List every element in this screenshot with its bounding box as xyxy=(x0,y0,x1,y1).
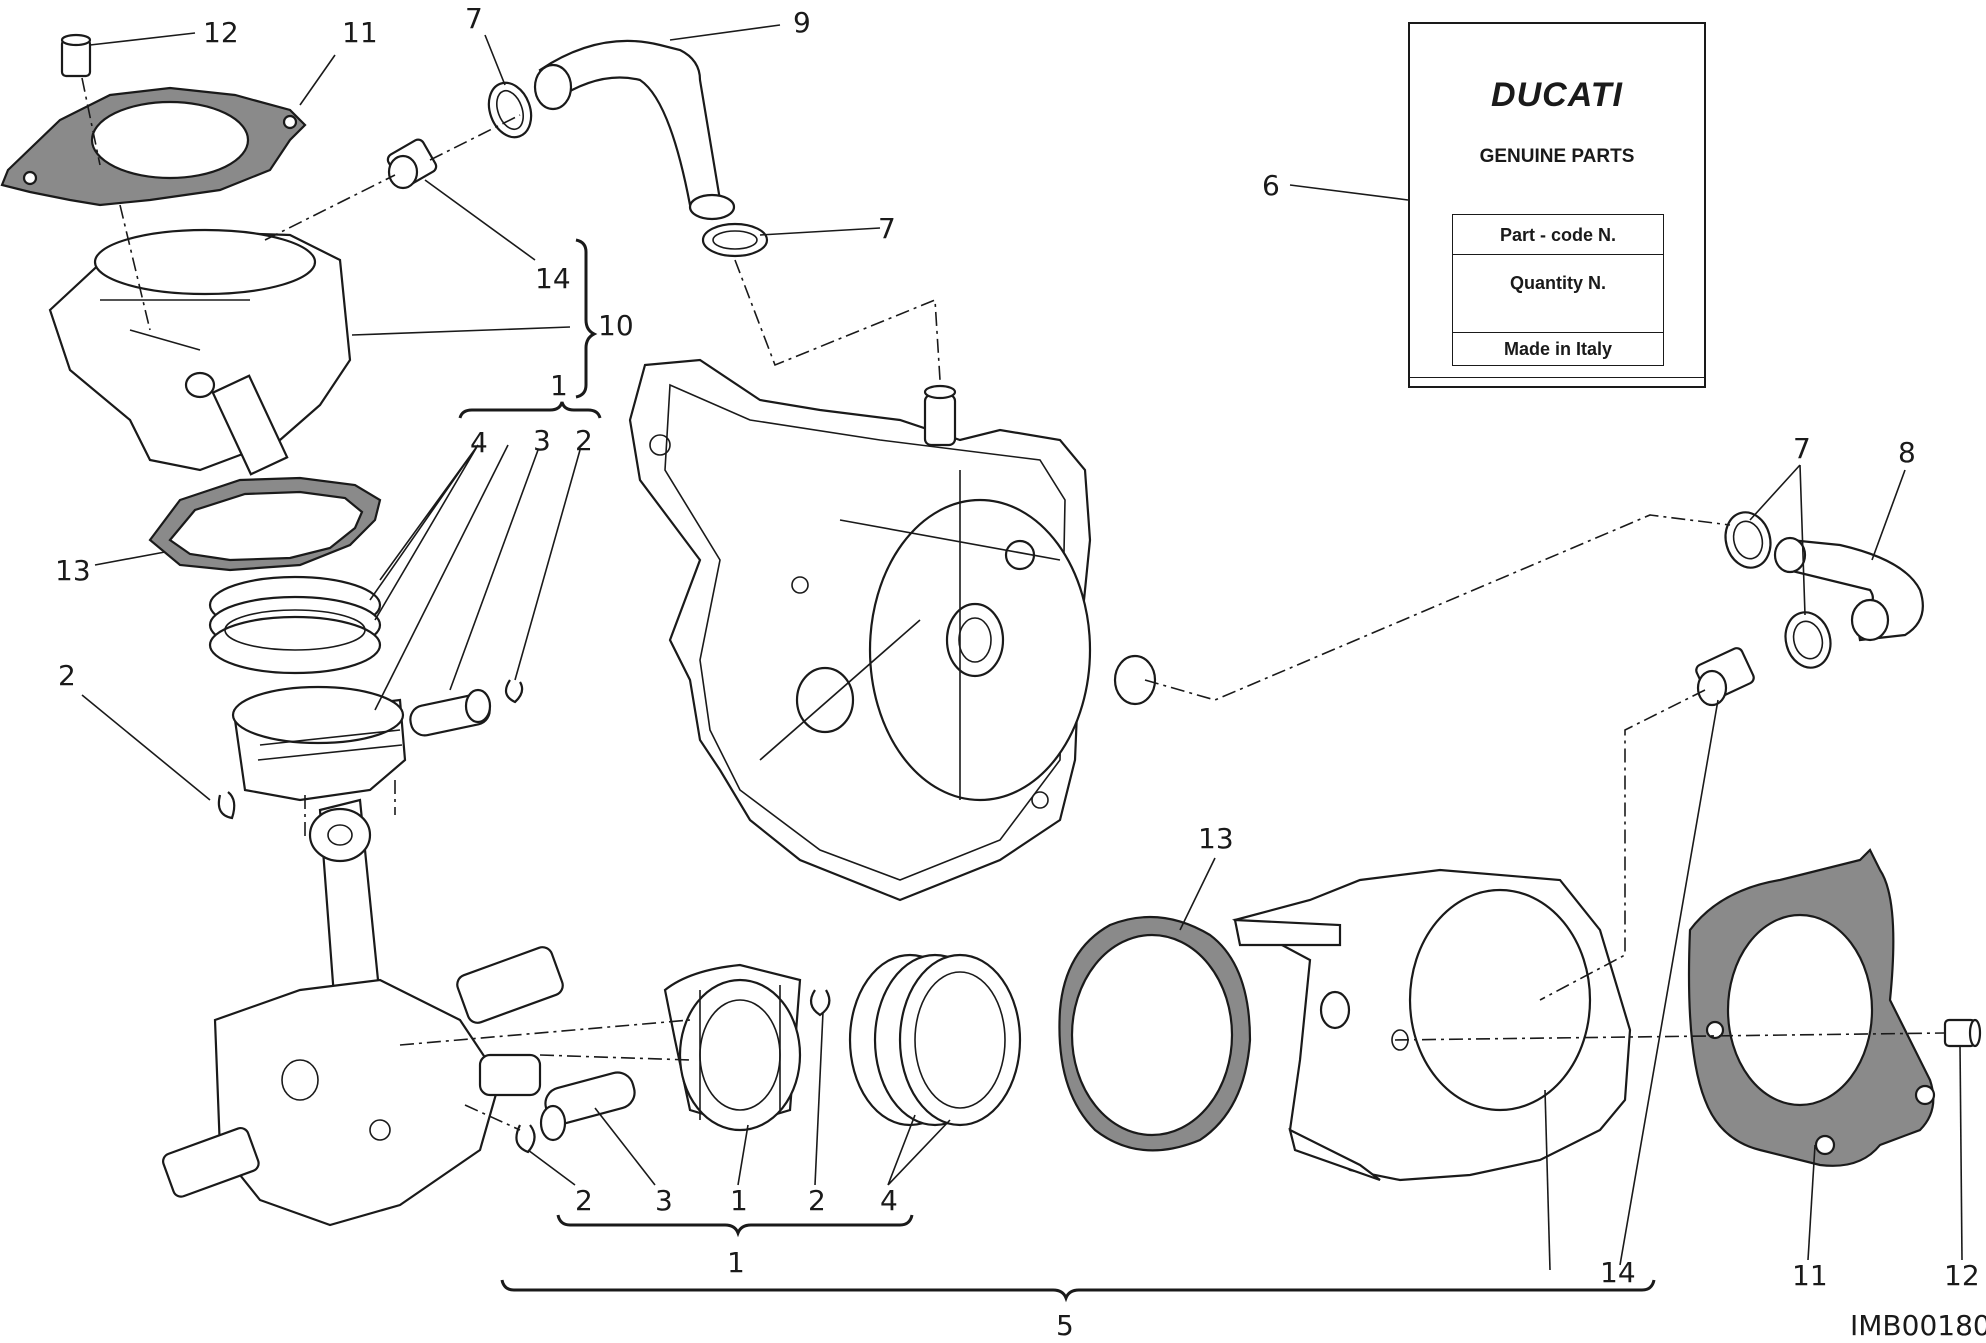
callout-9: 9 xyxy=(793,6,811,39)
callout-7-mid: 7 xyxy=(878,212,896,245)
callout-12-bottom: 12 xyxy=(1944,1259,1980,1292)
callout-14-bottom: 14 xyxy=(1600,1256,1636,1289)
cylinder-top xyxy=(48,228,352,476)
label-subtitle: GENUINE PARTS xyxy=(1479,146,1635,167)
piston-pin-bottom xyxy=(539,1071,636,1142)
head-gasket-top xyxy=(0,86,307,207)
hose-top xyxy=(533,39,736,221)
label-footer-rule xyxy=(1410,377,1704,378)
cylinder-head-cover xyxy=(628,358,1157,902)
callout-4-bottom: 4 xyxy=(880,1184,898,1217)
callout-1-bottom: 1 xyxy=(727,1246,745,1279)
callout-8: 8 xyxy=(1898,436,1916,469)
piston-rings-left xyxy=(208,575,382,675)
leader-lines xyxy=(81,24,1963,1271)
crankshaft-assembly xyxy=(162,798,564,1227)
hose-clamp-top-a xyxy=(487,81,533,139)
base-gasket-left xyxy=(148,476,382,572)
callout-14-top: 14 xyxy=(535,262,571,295)
piston-bottom xyxy=(663,963,802,1132)
callout-11-bottom: 11 xyxy=(1792,1259,1828,1292)
coolant-union-right xyxy=(1695,647,1755,707)
label-row-part-code: Part - code N. xyxy=(1453,215,1663,255)
callout-2-bottom-a: 2 xyxy=(575,1184,593,1217)
dowel-bush-top xyxy=(60,33,92,78)
callout-1-bottom-a: 1 xyxy=(730,1184,748,1217)
callout-3-top: 3 xyxy=(533,424,551,457)
hose-clamp-right-b xyxy=(1784,611,1832,669)
callout-2-left: 2 xyxy=(58,659,76,692)
circlip-bottom-b xyxy=(809,989,831,1017)
callout-2-top: 2 xyxy=(575,424,593,457)
callout-7-right: 7 xyxy=(1793,432,1811,465)
brand-logo-text: DUCATI xyxy=(1491,76,1623,114)
label-row-quantity: Quantity N. xyxy=(1453,255,1663,333)
callout-2-bottom-b: 2 xyxy=(808,1184,826,1217)
base-gasket-bottom xyxy=(1058,915,1252,1152)
callout-13-left: 13 xyxy=(55,554,91,587)
callout-7-top: 7 xyxy=(465,2,483,35)
circlip-bottom-a xyxy=(515,1124,536,1154)
hose-clamp-right-a xyxy=(1724,511,1772,569)
callout-12-top: 12 xyxy=(203,16,239,49)
coolant-union-top xyxy=(386,138,438,190)
callout-3-bottom: 3 xyxy=(655,1184,673,1217)
head-gasket-bottom xyxy=(1687,848,1936,1167)
piston-rings-bottom xyxy=(848,953,1022,1127)
callout-13-mid: 13 xyxy=(1198,822,1234,855)
assembly-guide-lines xyxy=(81,77,1946,1131)
piston-left xyxy=(231,685,407,802)
genuine-parts-label: DUCATI GENUINE PARTS Part - code N. Quan… xyxy=(1408,22,1706,388)
group-braces xyxy=(458,238,1656,1303)
cylinder-bottom xyxy=(1232,868,1632,1182)
callout-4-top: 4 xyxy=(470,426,488,459)
diagram-reference-code: IMB00180 xyxy=(1850,1309,1986,1342)
callout-6: 6 xyxy=(1262,169,1280,202)
callout-5: 5 xyxy=(1056,1309,1074,1342)
piston-pin-left xyxy=(409,688,492,737)
dowel-bush-bottom xyxy=(1943,1018,1982,1048)
hose-clamp-top-b xyxy=(701,222,769,258)
callout-10: 10 xyxy=(598,309,634,342)
callout-1-top: 1 xyxy=(550,369,568,402)
circlip-left-b xyxy=(504,679,524,704)
callout-11-top: 11 xyxy=(342,16,378,49)
label-info-grid: Part - code N. Quantity N. Made in Italy xyxy=(1452,214,1664,366)
hose-right xyxy=(1773,536,1924,642)
circlip-left-a xyxy=(217,791,236,820)
label-row-made-in: Made in Italy xyxy=(1503,339,1613,359)
callout-numbers: 12 11 7 9 7 14 10 1 4 3 2 13 2 6 7 8 13 … xyxy=(55,2,1980,1342)
